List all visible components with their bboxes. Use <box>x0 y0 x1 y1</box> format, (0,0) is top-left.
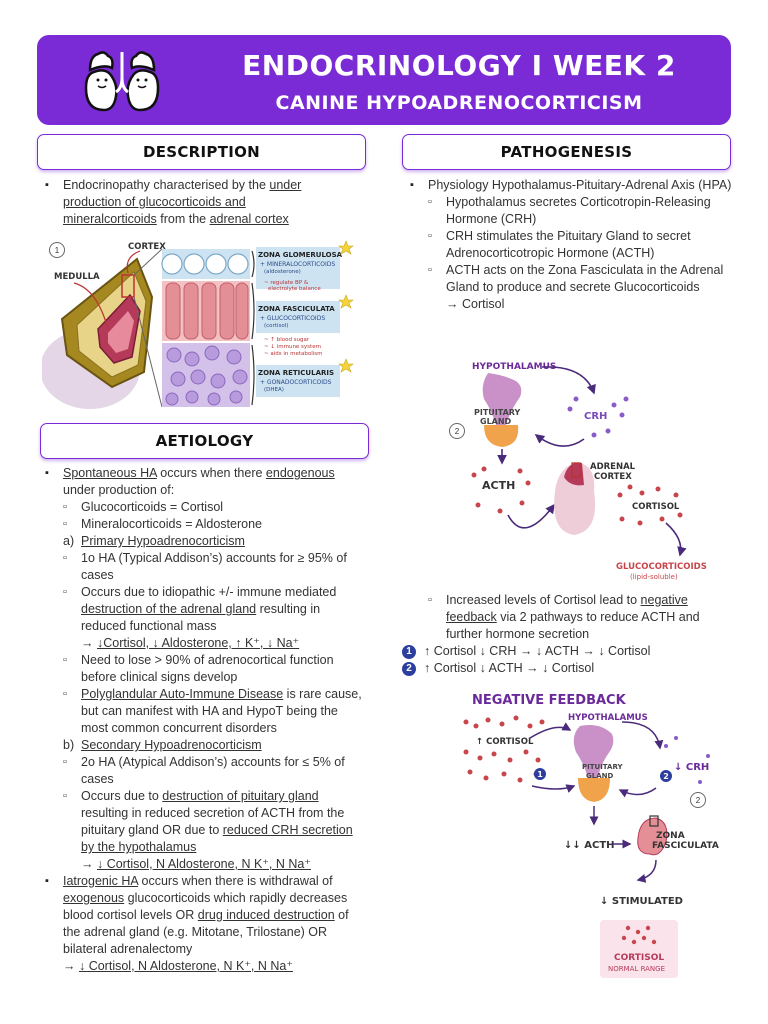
adrenal-zones-figure: 1 CORTEX MEDULLA ZONA GLOMERULOSA + MINE… <box>42 240 354 409</box>
gland-label: GLAND <box>480 417 512 426</box>
cortisol-label: CORTISOL <box>632 502 680 512</box>
nf-badge-1: 1 <box>537 770 543 779</box>
zg-title: ZONA GLOMERULOSA <box>258 251 343 259</box>
aetiology-subbullet: Glucocorticoids = Cortisol <box>37 499 367 516</box>
medulla-label: MEDULLA <box>54 272 100 282</box>
zf-line4: ~ ↓ immune system <box>264 343 321 350</box>
zf-line3: ~ ↑ blood sugar <box>264 336 310 343</box>
adrenal-cortex-label: CORTEX <box>594 472 632 482</box>
nf-zona-label: ZONA <box>656 831 685 841</box>
lipid-soluble-note: (lipid-soluble) <box>630 573 678 581</box>
negative-feedback-figure: NEGATIVE FEEDBACK HYPOTHALAMUS PITUITARY… <box>463 693 719 978</box>
hpa-axis-figure: 2 HYPOTHALAMUS PITUITARY GLAND CRH ACTH … <box>449 362 707 581</box>
zf-line1: + GLUCOCORTICOIDS <box>260 315 325 322</box>
pathogenesis-subbullet: Increased levels of Cortisol lead to neg… <box>402 592 732 643</box>
zf-line5: ~ aids in metabolism <box>264 351 323 357</box>
aetiology-subbullet: Occurs due to idiopathic +/- immune medi… <box>37 584 367 652</box>
pathogenesis-heading: PATHOGENESIS <box>402 134 731 170</box>
zr-title: ZONA RETICULARIS <box>258 369 334 377</box>
number-badge-2: 2 <box>402 662 416 676</box>
nf-stimulated-label: ↓ STIMULATED <box>600 896 683 907</box>
nf-pituitary-label: PITUITARY <box>582 763 623 771</box>
nf-normal-range-label: NORMAL RANGE <box>608 965 665 973</box>
zg-line4: electrolyte balance <box>268 286 321 292</box>
nf-hypothalamus-label: HYPOTHALAMUS <box>568 713 648 723</box>
pathogenesis-text-2: Increased levels of Cortisol lead to neg… <box>402 592 732 677</box>
negative-feedback-title: NEGATIVE FEEDBACK <box>472 693 627 708</box>
cortex-label: CORTEX <box>128 242 166 252</box>
description-text: Endocrinopathy characterised by the unde… <box>37 177 337 228</box>
zg-line1: + MINERALOCORTICOIDS <box>260 261 335 268</box>
aetiology-text: Spontaneous HA occurs when there endogen… <box>37 465 367 975</box>
nf-gland-label: GLAND <box>586 772 613 780</box>
aetiology-subheading: b)Secondary Hypoadrenocorticism <box>63 738 262 752</box>
nf-badge-2: 2 <box>663 772 669 781</box>
nf-up-cortisol-label: ↑ CORTISOL <box>476 737 534 747</box>
aetiology-heading: AETIOLOGY <box>40 423 369 459</box>
hypothalamus-label: HYPOTHALAMUS <box>472 362 556 372</box>
aetiology-bullet: Spontaneous HA occurs when there endogen… <box>37 465 367 499</box>
pituitary-label: PITUITARY <box>474 408 521 417</box>
aetiology-bullet: Iatrogenic HA occurs when there is withd… <box>37 873 367 975</box>
nf-fasciculata-label: FASCICULATA <box>652 841 719 851</box>
pathogenesis-text: Physiology Hypothalamus-Pituitary-Adrena… <box>402 177 732 313</box>
zr-line1: + GONADOCORTICOIDS <box>260 379 332 386</box>
aetiology-subbullet: Mineralocorticoids = Aldosterone <box>37 516 367 533</box>
aetiology-subbullet: 1o HA (Typical Addison’s) accounts for ≥… <box>37 550 367 584</box>
main-focus-star-icon <box>338 294 354 309</box>
adrenal-kidney-icon <box>84 51 160 112</box>
acth-label: ACTH <box>482 479 515 492</box>
page-title: ENDOCRINOLOGY I WEEK 2 <box>242 49 676 82</box>
zf-title: ZONA FASCICULATA <box>258 305 335 313</box>
nf-cortisol-label: CORTISOL <box>614 953 664 963</box>
pathogenesis-subbullet: Hypothalamus secretes Corticotropin-Rele… <box>402 194 732 228</box>
main-focus-star-icon <box>338 358 354 373</box>
glucocorticoids-label: GLUCOCORTICOIDS <box>616 562 707 572</box>
page-subtitle: CANINE HYPOADRENOCORTICISM <box>275 92 643 114</box>
pathogenesis-subbullet: ACTH acts on the Zona Fasciculata in the… <box>402 262 732 313</box>
description-bullet: Endocrinopathy characterised by the unde… <box>37 177 337 228</box>
pathogenesis-subbullet: CRH stimulates the Pituitary Gland to se… <box>402 228 732 262</box>
feedback-pathway-1: 1 ↑ Cortisol ↓ CRH → ↓ ACTH → ↓ Cortisol <box>402 643 732 660</box>
aetiology-subbullet: Need to lose > 90% of adrenocortical fun… <box>37 652 367 686</box>
feedback-pathway-2: 2 ↑ Cortisol ↓ ACTH → ↓ Cortisol <box>402 660 732 677</box>
figure-ref-2: 2 <box>455 427 460 436</box>
zf-line2: (cortisol) <box>264 323 288 329</box>
zr-line2: (DHEA) <box>264 387 284 393</box>
description-heading: DESCRIPTION <box>37 134 366 170</box>
main-focus-star-icon <box>338 240 354 255</box>
aetiology-subbullet: 2o HA (Atypical Addison’s) accounts for … <box>37 754 367 788</box>
nf-acth-label: ↓↓ ACTH <box>564 840 615 851</box>
figure-ref-3: 2 <box>696 796 701 805</box>
number-badge-1: 1 <box>402 645 416 659</box>
zg-line2: (aldosterone) <box>264 269 301 275</box>
pathogenesis-bullet: Physiology Hypothalamus-Pituitary-Adrena… <box>402 177 732 194</box>
adrenal-label: ADRENAL <box>590 462 636 472</box>
crh-label: CRH <box>584 411 607 422</box>
figure-ref-1: 1 <box>55 246 60 255</box>
aetiology-subbullet: Occurs due to destruction of pituitary g… <box>37 788 367 873</box>
aetiology-subbullet: Polyglandular Auto-Immune Disease is rar… <box>37 686 367 737</box>
aetiology-subheading: a)Primary Hypoadrenocorticism <box>63 534 245 548</box>
nf-down-crh-label: ↓ CRH <box>674 762 709 773</box>
zg-line3: ~ regulate BP & <box>264 280 309 286</box>
